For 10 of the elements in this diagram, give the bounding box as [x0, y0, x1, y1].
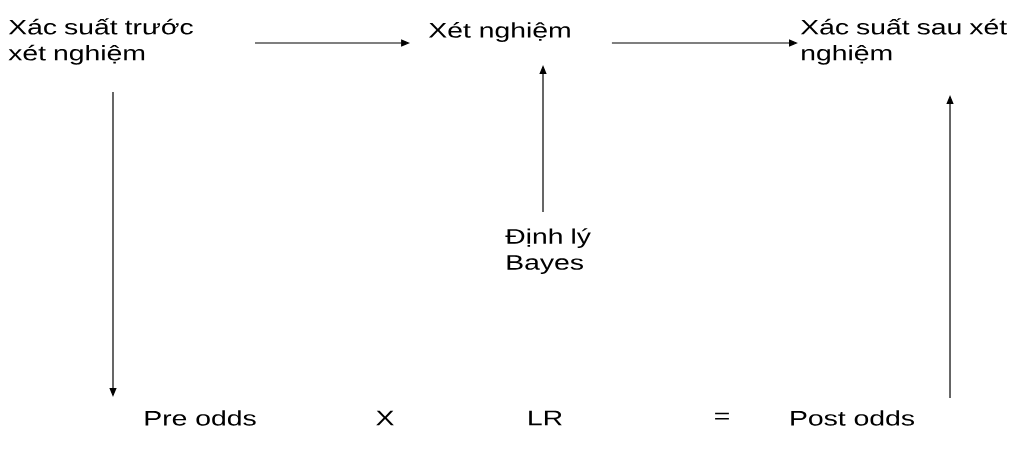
- text-label: Định lý Bayes: [505, 228, 591, 274]
- text-label: Xét nghiệm: [428, 22, 570, 42]
- text-label: Xác suất sau xét nghiệm: [800, 18, 1007, 65]
- operator-label: LR: [529, 410, 562, 426]
- operator-label: =: [715, 412, 729, 420]
- text-label: Xác suất trước xét nghiệm: [8, 18, 193, 65]
- arrow: [254, 39, 410, 47]
- operator-label: X: [376, 410, 394, 426]
- text-label: Pre odds: [145, 410, 256, 426]
- text-label: Post odds: [791, 410, 914, 426]
